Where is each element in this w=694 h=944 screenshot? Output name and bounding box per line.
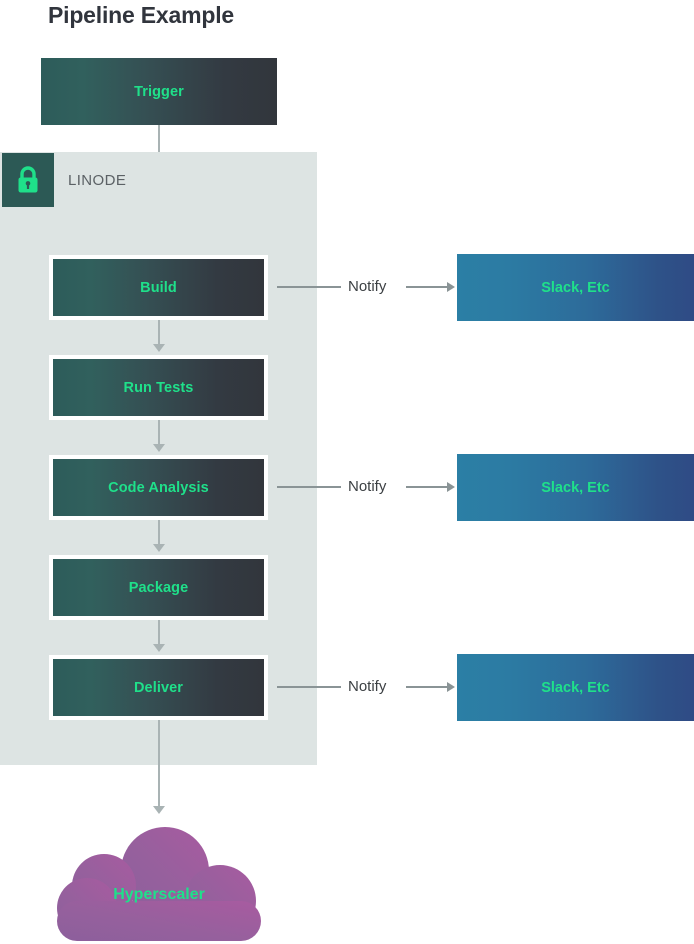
node-slack-2-label: Slack, Etc (541, 479, 610, 496)
linode-lock-badge (2, 153, 54, 207)
node-build-label: Build (140, 279, 177, 296)
notify-edge-3-line-right (406, 686, 448, 688)
node-hyperscaler-label: Hyperscaler (113, 886, 205, 903)
node-run-tests[interactable]: Run Tests (49, 355, 268, 420)
node-trigger[interactable]: Trigger (41, 58, 277, 125)
page-title: Pipeline Example (48, 2, 234, 28)
notify-edge-3-arrowhead (447, 682, 455, 692)
node-slack-3[interactable]: Slack, Etc (457, 654, 694, 721)
node-build[interactable]: Build (49, 255, 268, 320)
notify-edge-1-line-right (406, 286, 448, 288)
node-trigger-label: Trigger (134, 83, 184, 100)
node-slack-2[interactable]: Slack, Etc (457, 454, 694, 521)
node-code-analysis-label: Code Analysis (108, 479, 209, 496)
connector-runtests-to-codeanalysis-arrowhead (153, 444, 165, 452)
notify-edge-2-arrowhead (447, 482, 455, 492)
connector-codeanalysis-to-package (158, 520, 160, 546)
node-package-label: Package (128, 579, 189, 596)
notify-edge-2-label: Notify (348, 478, 387, 495)
node-package[interactable]: Package (49, 555, 268, 620)
connector-deliver-to-hyperscaler (158, 720, 160, 808)
node-code-analysis[interactable]: Code Analysis (49, 455, 268, 520)
connector-package-to-deliver (158, 620, 160, 646)
node-slack-3-label: Slack, Etc (541, 679, 610, 696)
notify-edge-3-label: Notify (348, 678, 387, 695)
linode-zone-label: LINODE (68, 172, 127, 189)
connector-codeanalysis-to-package-arrowhead (153, 544, 165, 552)
connector-build-to-runtests-arrowhead (153, 344, 165, 352)
notify-edge-2-line-left (277, 486, 341, 488)
connector-deliver-to-hyperscaler-arrowhead (153, 806, 165, 814)
lock-icon (18, 166, 38, 193)
node-slack-1-label: Slack, Etc (541, 279, 610, 296)
node-hyperscaler[interactable]: Hyperscaler (52, 823, 266, 944)
connector-runtests-to-codeanalysis (158, 420, 160, 446)
notify-edge-2-line-right (406, 486, 448, 488)
notify-edge-1-arrowhead (447, 282, 455, 292)
cloud-icon (57, 827, 261, 941)
notify-edge-1-line-left (277, 286, 341, 288)
node-deliver-label: Deliver (133, 679, 184, 696)
node-run-tests-label: Run Tests (123, 379, 194, 396)
connector-build-to-runtests (158, 320, 160, 346)
node-slack-1[interactable]: Slack, Etc (457, 254, 694, 321)
connector-package-to-deliver-arrowhead (153, 644, 165, 652)
notify-edge-3-line-left (277, 686, 341, 688)
notify-edge-1-label: Notify (348, 278, 387, 295)
node-deliver[interactable]: Deliver (49, 655, 268, 720)
